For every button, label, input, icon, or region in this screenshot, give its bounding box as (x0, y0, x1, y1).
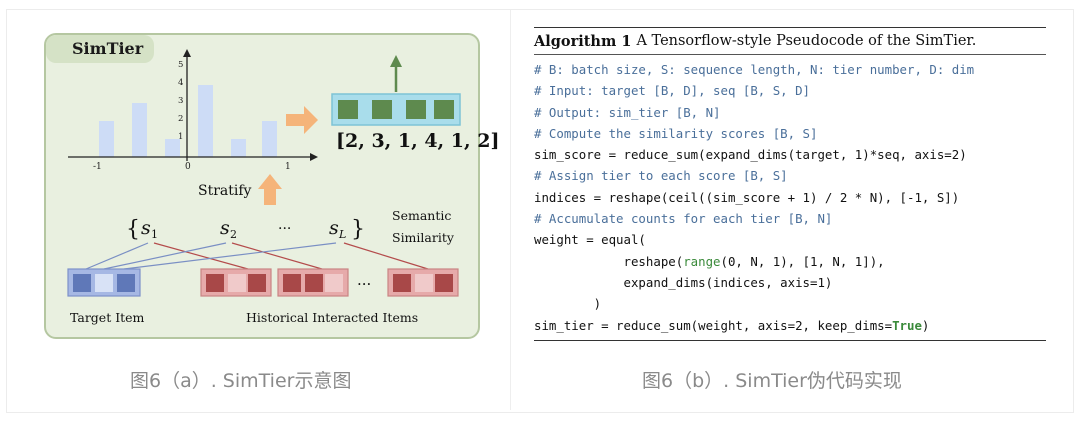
code-comment: # Output: sim_tier [B, N] (534, 104, 721, 120)
seq-s2: s (220, 217, 230, 239)
histogram-x-arrow-icon (310, 153, 318, 161)
histogram-bar (231, 139, 246, 157)
stratify-label: Stratify (198, 183, 252, 199)
code-line: expand_dims(indices, axis=1) (534, 272, 1046, 293)
code-comment: # Compute the similarity scores [B, S] (534, 125, 818, 141)
seq-dots: ··· (278, 221, 291, 237)
y-tick-label: 5 (178, 60, 183, 70)
code-line: ) (534, 293, 1046, 314)
code-segment: sim_score = reduce_sum(expand_dims(targe… (534, 147, 967, 163)
code-segment: range (683, 253, 721, 269)
algorithm-rule-top (534, 27, 1046, 28)
code-line: sim_tier = reduce_sum(weight, axis=2, ke… (534, 315, 1046, 336)
y-tick-label: 4 (178, 78, 183, 88)
simtier-label: SimTier (72, 39, 144, 58)
orange-arrow-up-icon (258, 174, 282, 205)
tier-cell (406, 100, 426, 119)
link-line (123, 242, 337, 270)
x-tick-label: 1 (285, 162, 291, 172)
code-line: # Compute the similarity scores [B, S] (534, 123, 1046, 144)
seq-s1-sub: 1 (151, 228, 158, 241)
code-segment: sim_tier = reduce_sum(weight, axis=2, ke… (534, 317, 893, 333)
similarity-label: Similarity (392, 230, 455, 245)
code-comment: # B: batch size, S: sequence length, N: … (534, 62, 975, 77)
code-segment: ) (921, 317, 930, 333)
link-line (153, 242, 249, 270)
simtier-diagram-svg: SimTier -1 0 1 1 2 3 4 5 [2, 3, 1, 4, 1,… (46, 35, 499, 325)
algorithm-box: Algorithm 1 A Tensorflow-style Pseudocod… (534, 27, 1046, 341)
code-line: weight = equal( (534, 229, 1046, 250)
seq-s1: s (141, 217, 151, 239)
code-comment: # Input: target [B, D], seq [B, S, D] (534, 83, 811, 99)
code-segment: True (892, 317, 922, 333)
code-line: # Assign tier to each score [B, S] (534, 165, 1046, 186)
tier-vector-text: [2, 3, 1, 4, 1, 2] (336, 130, 499, 152)
simtier-diagram: SimTier -1 0 1 1 2 3 4 5 [2, 3, 1, 4, 1,… (44, 33, 499, 339)
algorithm-rule-bottom (534, 339, 1046, 341)
history-item (200, 268, 272, 297)
semantic-label: Semantic (392, 208, 451, 223)
target-item-label: Target Item (70, 310, 145, 325)
y-tick-label: 2 (178, 114, 183, 124)
history-item (277, 268, 349, 297)
history-items-label: Historical Interacted Items (246, 310, 418, 325)
tier-cell (372, 100, 392, 119)
code-segment: expand_dims(indices, axis=1) (534, 274, 833, 290)
code-segment: weight = equal( (534, 232, 646, 248)
target-cell (117, 274, 135, 292)
link-line (85, 242, 149, 270)
tier-cell (338, 100, 358, 119)
orange-arrow-right-icon (286, 106, 318, 134)
histogram-bar (198, 85, 213, 157)
seq-sL-sub: L (338, 228, 346, 241)
histogram-bar (99, 121, 114, 157)
code-segment: indices = reshape(ceil((sim_score + 1) /… (534, 189, 960, 205)
green-arrow-head-icon (390, 55, 402, 67)
code-segment: reshape( (534, 253, 684, 269)
code-line: sim_score = reduce_sum(expand_dims(targe… (534, 144, 1046, 165)
code-comment: # Accumulate counts for each tier [B, N] (534, 211, 833, 227)
seq-s2-sub: 2 (230, 228, 237, 241)
panel-divider (510, 10, 511, 410)
caption-a: 图6（a）. SimTier示意图 (130, 370, 352, 392)
y-tick-label: 3 (178, 96, 183, 106)
code-line: # Accumulate counts for each tier [B, N] (534, 208, 1046, 229)
code-line: # B: batch size, S: sequence length, N: … (534, 59, 1046, 80)
x-tick-label: -1 (93, 162, 102, 172)
code-segment: (0, N, 1), [1, N, 1]), (720, 253, 885, 269)
link-line (343, 242, 429, 270)
history-dots: ··· (357, 275, 371, 293)
link-line (231, 242, 323, 270)
algorithm-rule-mid (534, 54, 1046, 55)
pseudocode-block: # B: batch size, S: sequence length, N: … (534, 55, 1046, 336)
history-item (387, 268, 459, 297)
histogram-y-arrow-icon (183, 49, 191, 57)
tier-cell (434, 100, 454, 119)
code-line: indices = reshape(ceil((sim_score + 1) /… (534, 187, 1046, 208)
seq-brace-close: } (351, 217, 365, 242)
histogram-bar (132, 103, 147, 157)
histogram-bar (262, 121, 277, 157)
code-comment: # Assign tier to each score [B, S] (534, 168, 788, 184)
target-cell (95, 274, 113, 292)
link-line (103, 242, 227, 270)
code-segment: ) (534, 296, 602, 312)
y-tick-label: 1 (178, 132, 183, 142)
simtier-label-bg (46, 35, 154, 63)
x-tick-label: 0 (185, 162, 191, 172)
seq-brace-open: { (126, 217, 140, 242)
algorithm-title: Algorithm 1 A Tensorflow-style Pseudocod… (534, 28, 1046, 54)
caption-b: 图6（b）. SimTier伪代码实现 (642, 370, 902, 392)
algorithm-name: Algorithm 1 (534, 32, 632, 50)
code-line: # Output: sim_tier [B, N] (534, 102, 1046, 123)
code-line: # Input: target [B, D], seq [B, S, D] (534, 80, 1046, 101)
algorithm-title-text: A Tensorflow-style Pseudocode of the Sim… (636, 33, 977, 49)
code-line: reshape(range(0, N, 1), [1, N, 1]), (534, 251, 1046, 272)
histogram-bar (165, 139, 180, 157)
histogram (68, 49, 318, 161)
seq-sL: s (329, 217, 339, 239)
target-cell (73, 274, 91, 292)
